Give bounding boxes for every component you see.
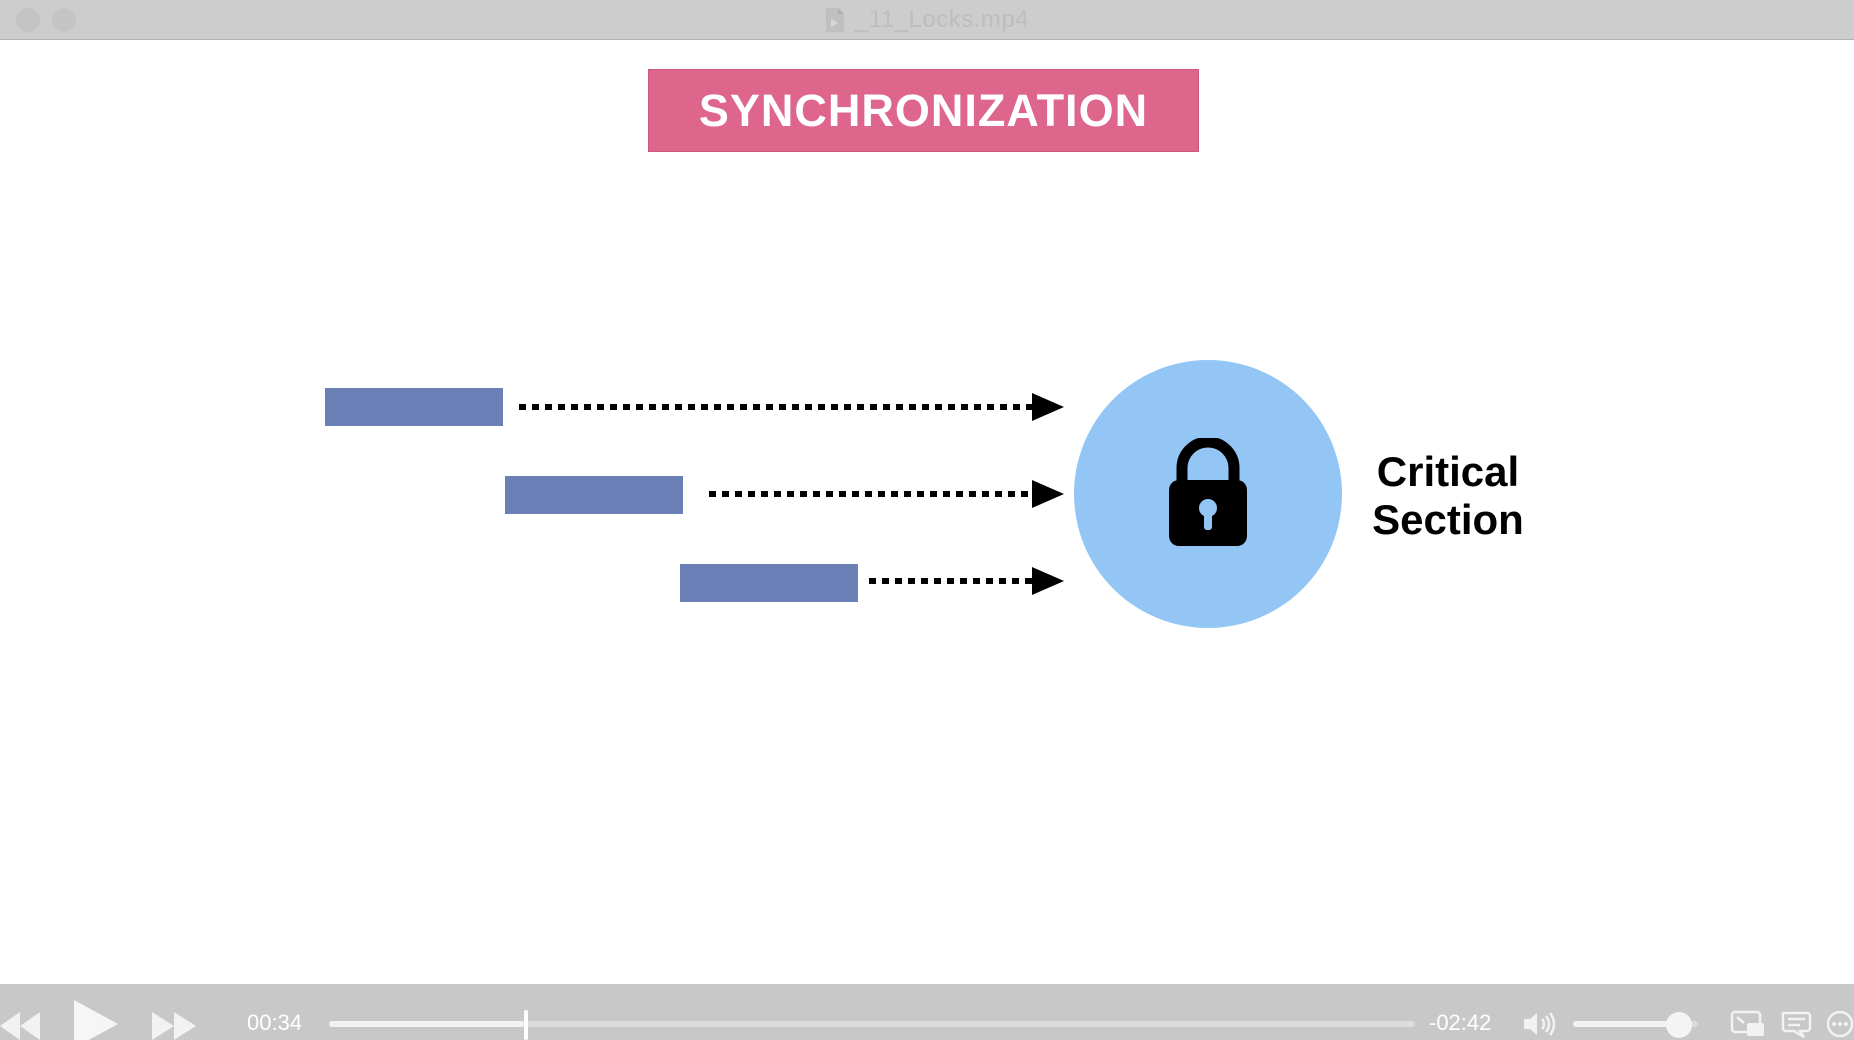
progress-fill	[329, 1021, 525, 1027]
critical-section-label-line-1: Critical	[1376, 448, 1520, 495]
thread-bar-2	[505, 476, 683, 514]
critical-section-label-line-2: Section	[1372, 496, 1524, 543]
video-frame[interactable]: SYNCHRONIZATION	[0, 40, 1854, 984]
progress-track[interactable]	[329, 1021, 1415, 1027]
slide-banner: SYNCHRONIZATION	[648, 69, 1199, 152]
close-window-button[interactable]	[16, 8, 40, 32]
arrows-diagram	[519, 393, 1064, 595]
file-icon	[825, 8, 844, 32]
arrow-2	[709, 480, 1064, 508]
minimize-window-button[interactable]	[52, 8, 76, 32]
thread-bar-3	[680, 564, 858, 602]
subtitles-icon[interactable]	[1780, 1010, 1814, 1038]
volume-icon[interactable]	[1522, 1010, 1558, 1038]
picture-in-picture-icon[interactable]	[1730, 1010, 1766, 1038]
volume-track[interactable]	[1573, 1021, 1698, 1027]
rewind-icon[interactable]	[0, 1008, 42, 1040]
play-icon[interactable]	[72, 1000, 120, 1040]
padlock-icon	[1169, 438, 1247, 546]
arrow-1	[519, 393, 1064, 421]
title-bar[interactable]: _11_Locks.mp4	[0, 0, 1854, 40]
thread-bar-1	[325, 388, 503, 426]
elapsed-time: 00:34	[247, 1010, 303, 1035]
window-title: _11_Locks.mp4	[854, 6, 1030, 33]
volume-fill	[1573, 1021, 1680, 1027]
playback-controls: 00:34 -02:42	[0, 984, 1854, 1040]
arrow-3	[869, 567, 1064, 595]
critical-section-label: Critical Section	[1356, 448, 1540, 544]
fast-forward-icon[interactable]	[150, 1008, 200, 1040]
window-title-group: _11_Locks.mp4	[0, 0, 1854, 40]
remaining-time: -02:42	[1429, 1010, 1492, 1035]
volume-knob[interactable]	[1666, 1012, 1693, 1038]
more-icon[interactable]	[1826, 1010, 1854, 1038]
progress-scrubber[interactable]	[524, 1010, 529, 1040]
